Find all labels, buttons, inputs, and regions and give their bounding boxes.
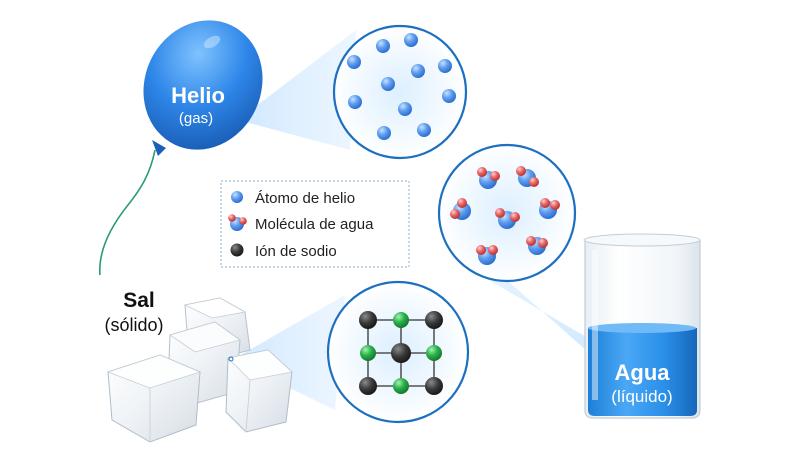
chloride-ion: [393, 312, 409, 328]
chloride-ion: [360, 345, 376, 361]
salt-zoom-beam: [232, 295, 345, 410]
balloon-state: (gas): [179, 110, 213, 127]
legend-item-sodium: Ión de sodio: [230, 243, 337, 260]
helium-zoom-beam: [238, 30, 356, 150]
water-molecules: [450, 166, 560, 265]
helium-atom: [398, 102, 412, 116]
balloon-title: Helio: [171, 83, 225, 108]
legend-label-helium: Átomo de helio: [255, 190, 355, 207]
water-molecule: [450, 198, 471, 220]
legend-label-sodium: Ión de sodio: [255, 243, 337, 260]
water-molecule: [476, 245, 498, 265]
helium-atom: [404, 33, 418, 47]
helium-atom: [438, 59, 452, 73]
chloride-ion: [426, 345, 442, 361]
legend-label-water: Molécula de agua: [255, 216, 374, 233]
water-title: Agua: [615, 360, 671, 385]
salt-state: (sólido): [104, 315, 163, 335]
water-beaker: Agua (líquido): [583, 233, 701, 419]
legend-item-helium: Átomo de helio: [231, 190, 355, 207]
helium-atom-icon: [231, 191, 243, 203]
helium-atom: [347, 55, 361, 69]
water-molecule: [477, 167, 500, 189]
water-molecule: [495, 208, 520, 229]
water-molecule: [516, 166, 539, 187]
helium-zoom-circle: [332, 24, 468, 160]
helium-atom: [381, 77, 395, 91]
balloon-string: [99, 149, 156, 276]
sodium-ion: [359, 377, 377, 395]
helium-atom: [348, 95, 362, 109]
sodium-ion: [359, 311, 377, 329]
helium-atom: [442, 89, 456, 103]
helium-atom: [411, 64, 425, 78]
helium-atom: [376, 39, 390, 53]
helium-atom: [377, 126, 391, 140]
salt-zoom-circle: [326, 280, 470, 424]
sodium-ion-icon: [230, 243, 244, 257]
helium-atom: [417, 123, 431, 137]
salt-title: Sal: [123, 289, 155, 312]
helium-balloon: Helio (gas): [99, 20, 263, 276]
water-state: (líquido): [611, 387, 672, 406]
water-molecule: [526, 236, 548, 255]
legend-item-water: Molécula de agua: [228, 214, 374, 233]
helium-atoms: [347, 33, 456, 140]
salt-crystals: [106, 297, 293, 443]
chloride-ion: [393, 378, 409, 394]
sodium-ion: [391, 343, 411, 363]
water-zoom-circle: [437, 143, 577, 283]
salt-lattice-ions: [359, 311, 443, 395]
sodium-ion: [425, 311, 443, 329]
water-molecule: [539, 198, 560, 219]
legend: Átomo de helio Molécula de agua Ión de s…: [220, 180, 410, 268]
water-molecule-icon: [228, 214, 247, 231]
sodium-ion: [425, 377, 443, 395]
